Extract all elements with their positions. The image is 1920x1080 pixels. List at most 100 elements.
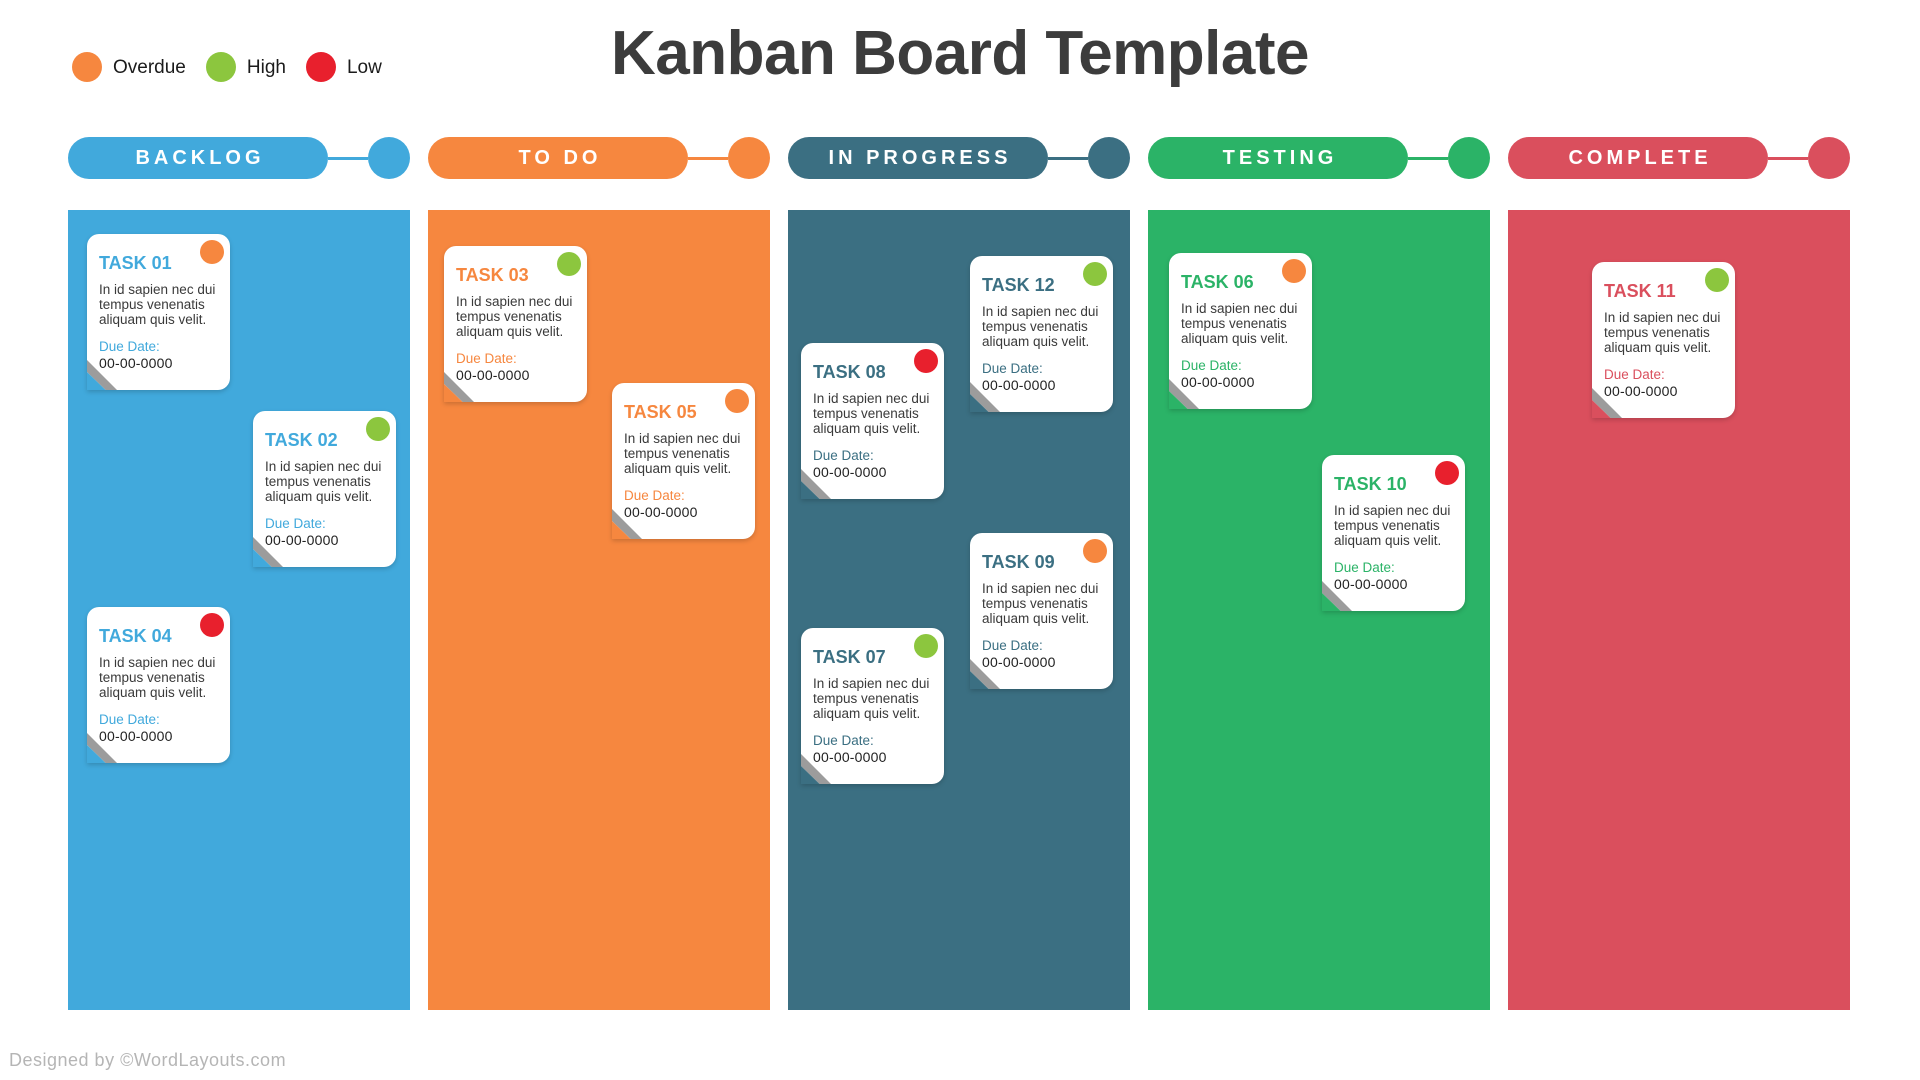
task-body: In id sapien nec dui tempus venenatis al… [624,431,741,476]
task-card[interactable]: TASK 04 In id sapien nec dui tempus vene… [87,607,230,763]
task-title: TASK 03 [456,265,529,285]
header-connector-line [1048,156,1088,160]
legend-item-high: High [205,52,286,82]
due-date-label: Due Date: [1181,358,1242,373]
legend-label: Low [346,56,382,78]
priority-dot-icon [1083,262,1107,286]
task-title: TASK 10 [1334,474,1407,494]
legend-item-overdue: Overdue [72,52,186,82]
folded-corner-icon [1322,581,1352,611]
due-date-value: 00-00-0000 [99,355,173,371]
priority-dot-icon [557,252,581,276]
header-connector-circle-icon [728,137,770,179]
column-to-do: TO DO TASK 03 In id sapien nec dui tempu… [428,137,770,1010]
column-header: COMPLETE [1508,137,1850,179]
task-title: TASK 06 [1181,272,1254,292]
due-date-label: Due Date: [1334,560,1395,575]
column-label-pill: TESTING [1148,137,1408,179]
task-title: TASK 02 [265,430,338,450]
column-label-pill: BACKLOG [68,137,328,179]
column-in-progress: IN PROGRESS TASK 12 In id sapien nec dui… [788,137,1130,1010]
task-title: TASK 11 [1604,281,1676,301]
task-card[interactable]: TASK 07 In id sapien nec dui tempus vene… [801,628,944,784]
priority-dot-icon [200,240,224,264]
legend-item-low: Low [305,52,382,82]
task-card[interactable]: TASK 02 In id sapien nec dui tempus vene… [253,411,396,567]
column-body: TASK 12 In id sapien nec dui tempus vene… [788,210,1130,1010]
due-date-value: 00-00-0000 [624,504,698,520]
task-card[interactable]: TASK 11 In id sapien nec dui tempus vene… [1592,262,1735,418]
low-dot-icon [305,52,336,82]
task-card[interactable]: TASK 01 In id sapien nec dui tempus vene… [87,234,230,390]
folded-corner-icon [612,509,642,539]
task-body: In id sapien nec dui tempus venenatis al… [982,581,1099,626]
due-date-label: Due Date: [624,488,685,503]
task-title: TASK 12 [982,275,1055,295]
task-body: In id sapien nec dui tempus venenatis al… [1181,301,1298,346]
due-date-value: 00-00-0000 [982,377,1056,393]
task-body: In id sapien nec dui tempus venenatis al… [1604,310,1721,355]
priority-dot-icon [200,613,224,637]
header-connector-line [328,156,368,160]
high-dot-icon [205,52,236,82]
priority-dot-icon [1705,268,1729,292]
due-date-value: 00-00-0000 [99,728,173,744]
due-date-label: Due Date: [813,733,874,748]
due-date-value: 00-00-0000 [1604,383,1678,399]
due-date-value: 00-00-0000 [813,749,887,765]
overdue-dot-icon [72,52,102,82]
priority-dot-icon [1083,539,1107,563]
task-card[interactable]: TASK 08 In id sapien nec dui tempus vene… [801,343,944,499]
folded-corner-icon [87,360,117,390]
column-label-pill: COMPLETE [1508,137,1768,179]
folded-corner-icon [253,537,283,567]
task-body: In id sapien nec dui tempus venenatis al… [99,282,216,327]
due-date-label: Due Date: [99,339,160,354]
task-card[interactable]: TASK 03 In id sapien nec dui tempus vene… [444,246,587,402]
task-title: TASK 04 [99,626,172,646]
column-label-pill: TO DO [428,137,688,179]
folded-corner-icon [1592,388,1622,418]
header-connector-line [1768,156,1808,160]
task-body: In id sapien nec dui tempus venenatis al… [813,391,930,436]
task-title: TASK 05 [624,402,697,422]
column-backlog: BACKLOG TASK 01 In id sapien nec dui tem… [68,137,410,1010]
column-header: BACKLOG [68,137,410,179]
column-body: TASK 06 In id sapien nec dui tempus vene… [1148,210,1490,1010]
due-date-value: 00-00-0000 [265,532,339,548]
column-label-pill: IN PROGRESS [788,137,1048,179]
column-body: TASK 11 In id sapien nec dui tempus vene… [1508,210,1850,1010]
page-title: Kanban Board Template [610,19,1310,88]
legend-label: High [246,56,286,78]
priority-dot-icon [725,389,749,413]
task-card[interactable]: TASK 10 In id sapien nec dui tempus vene… [1322,455,1465,611]
task-body: In id sapien nec dui tempus venenatis al… [813,676,930,721]
task-card[interactable]: TASK 09 In id sapien nec dui tempus vene… [970,533,1113,689]
due-date-value: 00-00-0000 [982,654,1056,670]
task-card[interactable]: TASK 05 In id sapien nec dui tempus vene… [612,383,755,539]
column-header: TESTING [1148,137,1490,179]
task-card[interactable]: TASK 12 In id sapien nec dui tempus vene… [970,256,1113,412]
due-date-label: Due Date: [265,516,326,531]
folded-corner-icon [1169,379,1199,409]
footer-credit: Designed by ©WordLayouts.com [9,1050,287,1070]
folded-corner-icon [801,754,831,784]
column-testing: TESTING TASK 06 In id sapien nec dui tem… [1148,137,1490,1010]
due-date-value: 00-00-0000 [1181,374,1255,390]
priority-dot-icon [914,349,938,373]
task-title: TASK 09 [982,552,1055,572]
task-card[interactable]: TASK 06 In id sapien nec dui tempus vene… [1169,253,1312,409]
priority-dot-icon [366,417,390,441]
due-date-label: Due Date: [982,361,1043,376]
priority-dot-icon [1435,461,1459,485]
due-date-label: Due Date: [456,351,517,366]
priority-dot-icon [914,634,938,658]
task-body: In id sapien nec dui tempus venenatis al… [1334,503,1451,548]
due-date-label: Due Date: [813,448,874,463]
due-date-value: 00-00-0000 [456,367,530,383]
due-date-label: Due Date: [1604,367,1665,382]
due-date-value: 00-00-0000 [1334,576,1408,592]
column-complete: COMPLETE TASK 11 In id sapien nec dui te… [1508,137,1850,1010]
header-connector-line [688,156,728,160]
